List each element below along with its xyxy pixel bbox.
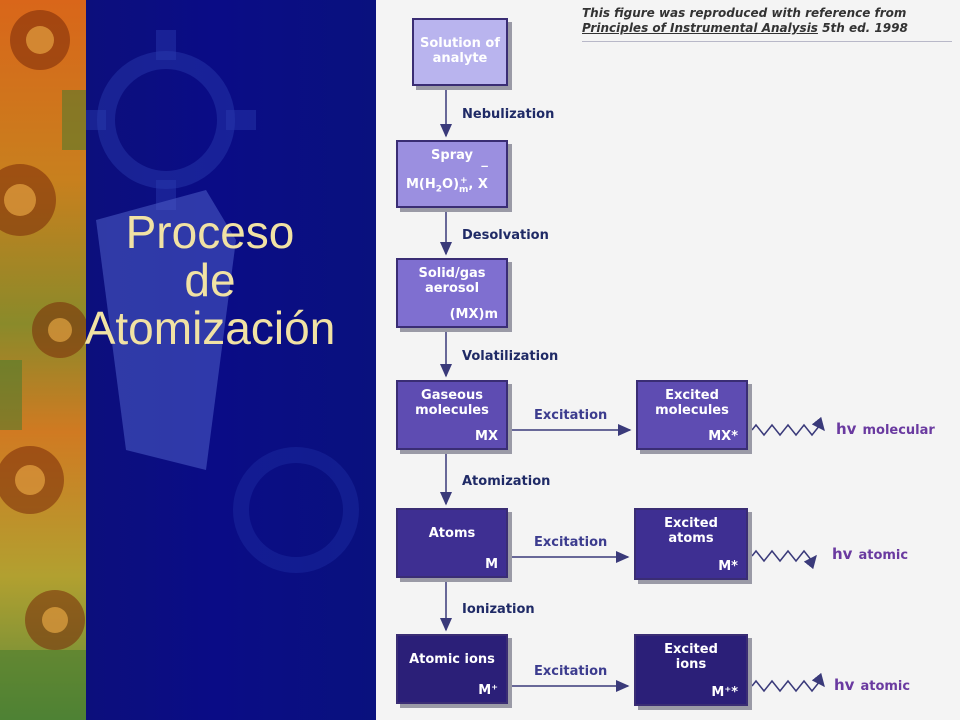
transition-label: Volatilization <box>462 349 559 364</box>
box-symbol: M⁺* <box>711 685 738 700</box>
transition-label: Nebulization <box>462 107 555 122</box>
excitation-label: Excitation <box>534 408 608 423</box>
transition-label: Atomization <box>462 474 551 489</box>
box-label: Excited molecules <box>655 388 729 418</box>
emission-atomic: hv atomic <box>832 545 908 563</box>
reference-edition: 5th ed. 1998 <box>817 21 908 35</box>
reference-line-1: This figure was reproduced with referenc… <box>582 6 907 20</box>
box-label: Solution of analyte <box>420 36 500 66</box>
hv-symbol: hv <box>832 545 853 563</box>
reference-line-2: Principles of Instrumental Analysis 5th … <box>582 21 908 36</box>
spray-formula: M(H2O)+m, X‾ <box>406 165 500 198</box>
box-label: Solid/gas aerosol <box>418 266 486 296</box>
box-symbol: M⁺ <box>478 683 498 698</box>
box-spray: Spray M(H2O)+m, X‾ <box>396 140 508 208</box>
formula-part: ‾ <box>481 165 488 181</box>
slide-title: Proceso de Atomización <box>40 208 380 352</box>
excitation-label: Excitation <box>534 664 608 679</box>
title-line: Proceso <box>125 206 295 258</box>
box-solid-gas-aerosol: Solid/gas aerosol (MX)m <box>396 258 508 328</box>
connector-layer <box>440 88 825 693</box>
transition-label: Desolvation <box>462 228 549 243</box>
box-atomic-ions: Atomic ions M⁺ <box>396 634 508 704</box>
box-excited-molecules: Excited molecules MX* <box>636 380 748 450</box>
emission-wave <box>751 549 817 570</box>
formula-part: + <box>459 176 468 187</box>
blue-title-panel <box>86 0 376 720</box>
emission-molecular: hv molecular <box>836 420 935 438</box>
excitation-label: Excitation <box>534 535 608 550</box>
emission-type: atomic <box>860 679 911 694</box>
formula-part: O) <box>442 177 460 193</box>
box-label: Excited ions <box>664 642 718 672</box>
title-line: de <box>184 254 236 306</box>
box-excited-ions: Excited ions M⁺* <box>634 634 748 706</box>
box-label: Atomic ions <box>409 652 495 667</box>
formula-part: , X <box>468 177 488 193</box>
hv-symbol: hv <box>836 420 857 438</box>
ghost-gear-icon <box>233 447 359 573</box>
box-gaseous-molecules: Gaseous molecules MX <box>396 380 508 450</box>
box-symbol: MX <box>475 429 498 444</box>
box-label: Excited atoms <box>664 516 718 546</box>
box-symbol: (MX)m <box>449 307 498 322</box>
emission-wave <box>751 416 825 437</box>
box-symbol: MX* <box>708 429 738 444</box>
transition-label: Ionization <box>462 602 535 617</box>
box-excited-atoms: Excited atoms M* <box>634 508 748 580</box>
box-label: Atoms <box>428 526 476 541</box>
gear-decoration-strip <box>0 0 86 720</box>
box-label: Gaseous molecules <box>415 388 489 418</box>
emission-type: atomic <box>858 548 909 563</box>
title-line: Atomización <box>84 302 336 354</box>
emission-atomic: hv atomic <box>834 676 910 694</box>
formula-part: 2 <box>435 185 443 195</box>
box-symbol: M <box>485 557 498 572</box>
formula-part: m <box>459 185 469 196</box>
box-symbol: M* <box>718 559 738 574</box>
atomization-flow-diagram: This figure was reproduced with referenc… <box>376 0 960 720</box>
box-label: Spray <box>431 148 473 163</box>
emission-type: molecular <box>862 423 935 438</box>
reference-note: This figure was reproduced with referenc… <box>582 6 908 36</box>
box-solution-of-analyte: Solution of analyte <box>412 18 508 86</box>
reference-book-title: Principles of Instrumental Analysis <box>582 21 818 35</box>
reference-divider <box>582 41 952 42</box>
hv-symbol: hv <box>834 676 855 694</box>
box-atoms: Atoms M <box>396 508 508 578</box>
emission-wave <box>751 672 825 693</box>
formula-part: M(H <box>406 177 436 193</box>
ghost-gear-icon <box>96 190 236 470</box>
